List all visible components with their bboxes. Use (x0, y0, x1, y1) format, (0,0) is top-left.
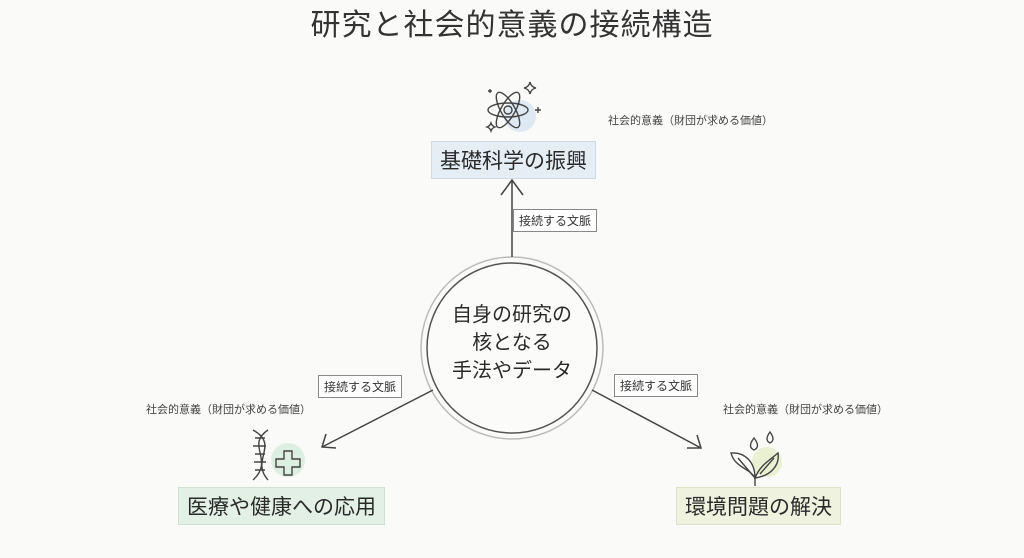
arrow-left (321, 389, 434, 449)
social-significance-right: 社会的意義（財団が求める価値） (723, 403, 888, 416)
node-basic-science: 基礎科学の振興 (431, 141, 596, 179)
social-significance-left: 社会的意義（財団が求める価値） (146, 403, 311, 416)
node-environment: 環境問題の解決 (676, 487, 841, 525)
center-line: 手法やデータ (452, 358, 572, 382)
context-label-left: 接続する文脈 (318, 375, 403, 398)
center-line: 核となる (472, 330, 552, 354)
context-label-top: 接続する文脈 (513, 209, 598, 232)
node-medical-health: 医療や健康への応用 (178, 487, 385, 525)
arrow-up (500, 178, 524, 257)
center-core-text: 自身の研究の 核となる 手法やデータ (424, 300, 600, 384)
dna-medical-cross-icon (252, 429, 305, 481)
context-label-right: 接続する文脈 (614, 374, 699, 397)
plant-water-drops-icon (730, 430, 782, 486)
center-circle (426, 262, 598, 434)
diagram-title: 研究と社会的意義の接続構造 (310, 8, 714, 43)
atom-icon (484, 81, 541, 134)
center-line: 自身の研究の (452, 302, 572, 326)
social-significance-top: 社会的意義（財団が求める価値） (608, 114, 773, 127)
arrow-right (591, 389, 703, 449)
